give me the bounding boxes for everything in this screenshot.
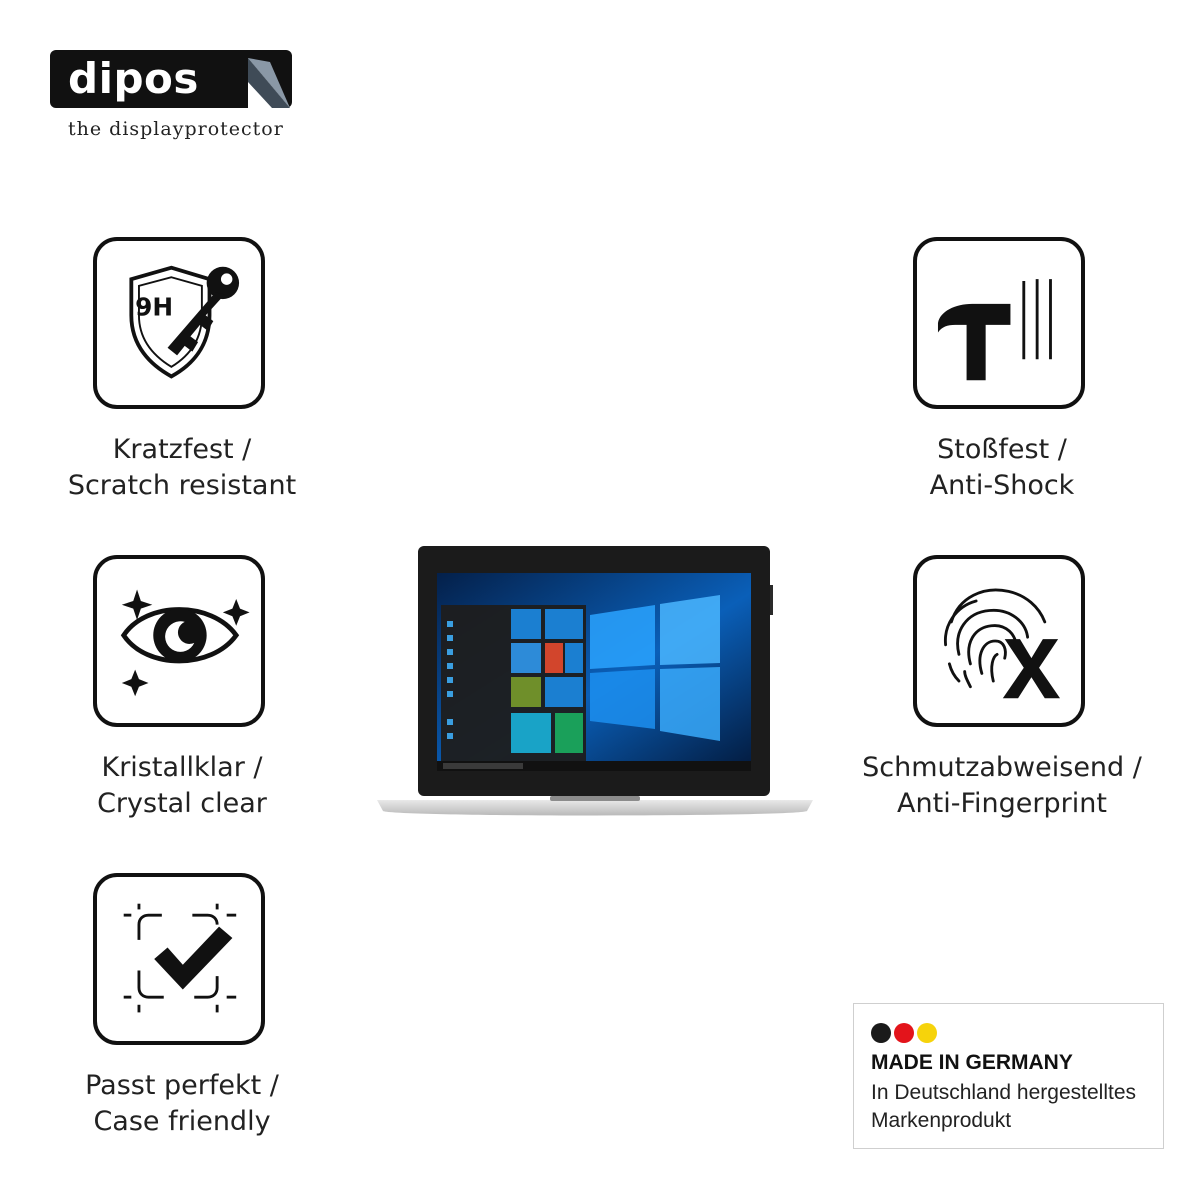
- crystal-clear-tile: [93, 555, 265, 727]
- scratch-resistant-tile: 9H: [93, 237, 265, 409]
- anti-fingerprint-tile: [913, 555, 1085, 727]
- scratch-resistant-caption: Kratzfest / Scratch resistant: [67, 434, 297, 501]
- crystal-clear-caption: Kristallklar / Crystal clear: [97, 752, 267, 819]
- case-friendly-caption: Passt perfekt / Case friendly: [85, 1070, 279, 1137]
- anti-fingerprint-caption: Schmutzabweisend / Anti-Fingerprint: [862, 752, 1142, 819]
- badge-title: MADE IN GERMANY: [871, 1051, 1073, 1074]
- flag-dot-red: [894, 1023, 914, 1043]
- case-friendly-tile: [93, 873, 265, 1045]
- shield-key-9h-icon: 9H: [129, 265, 240, 379]
- hammer-icon: [937, 279, 1052, 381]
- german-flag-dots: [871, 1023, 940, 1043]
- anti-shock-caption: Stoßfest / Anti-Shock: [929, 434, 1075, 501]
- logo-tagline: the displayprotector: [68, 118, 284, 140]
- logo-background: dipos: [50, 50, 292, 108]
- brand-logo: dipos the displayprotector: [50, 50, 295, 145]
- anti-shock-tile: [913, 237, 1085, 409]
- logo-wordmark: dipos: [68, 54, 199, 103]
- peel-corner-icon: [248, 58, 290, 108]
- flag-dot-gold: [917, 1023, 937, 1043]
- eye-sparkle-icon: [120, 589, 250, 697]
- badge-subtitle: In Deutschland hergestelltes Markenprodu…: [871, 1081, 1136, 1132]
- checkmark-frame-icon: [123, 903, 237, 1013]
- laptop-tablet-icon: [377, 546, 813, 816]
- product-laptop-image: [375, 545, 815, 825]
- fingerprint-x-icon: [944, 588, 1061, 699]
- svg-text:9H: 9H: [135, 292, 173, 321]
- flag-dot-black: [871, 1023, 891, 1043]
- made-in-germany-badge: MADE IN GERMANY In Deutschland hergestel…: [853, 1003, 1164, 1149]
